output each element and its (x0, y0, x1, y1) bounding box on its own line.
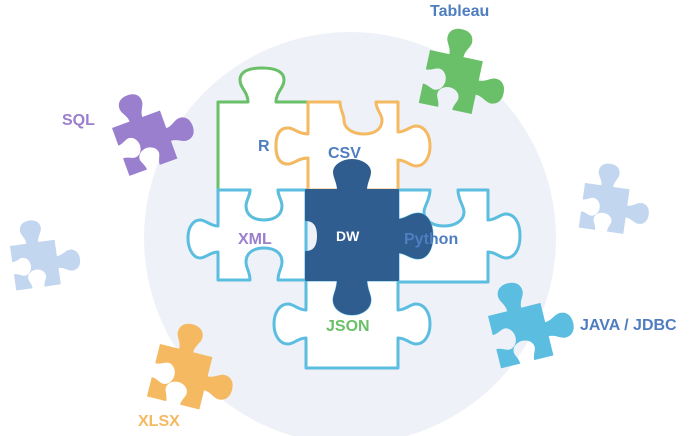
label-dw: DW (336, 228, 360, 244)
csv-piece (274, 100, 432, 192)
label-tableau: Tableau (430, 3, 489, 20)
xml-piece (186, 188, 308, 282)
label-json: JSON (326, 318, 370, 335)
light-blue-piece-left (6, 214, 84, 291)
label-xlsx: XLSX (138, 413, 180, 430)
label-xml: XML (238, 231, 272, 248)
label-r: R (258, 138, 270, 155)
label-sql: SQL (62, 112, 95, 129)
label-java-jdbc: JAVA / JDBC (580, 317, 677, 334)
label-csv: CSV (328, 145, 361, 162)
label-python: Python (404, 231, 458, 248)
dw-piece (305, 159, 433, 315)
light-blue-piece-right (578, 160, 655, 237)
